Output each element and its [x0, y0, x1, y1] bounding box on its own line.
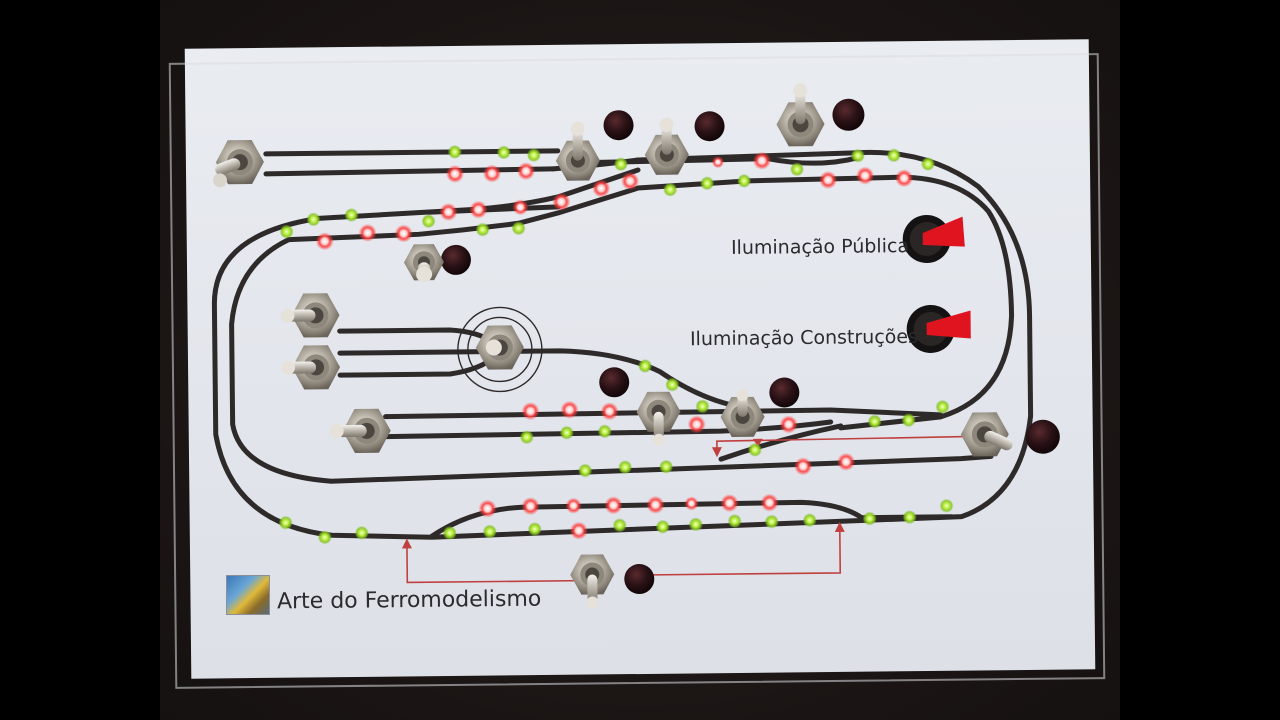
toggle-switch-yard-1[interactable] [280, 293, 340, 338]
toggle-switch-turntable[interactable] [475, 325, 524, 370]
letterbox-left [0, 0, 160, 720]
led-group-red [315, 151, 914, 540]
toggle-switch-right[interactable] [960, 412, 1015, 457]
push-buttons [440, 98, 1060, 595]
push-button[interactable] [624, 564, 655, 595]
push-button[interactable] [599, 367, 630, 398]
rocker-switch-building-lighting[interactable] [906, 304, 971, 354]
label-public-lighting: Iluminação Pública [730, 235, 910, 259]
toggle-switch-middle-1[interactable] [636, 391, 681, 446]
toggle-switch-middle-2[interactable] [720, 388, 765, 438]
route-arrowheads [401, 438, 845, 549]
push-button[interactable] [603, 110, 634, 141]
letterbox-right [1120, 0, 1280, 720]
toggle-switch-yard-3[interactable] [329, 408, 391, 454]
push-button[interactable] [832, 98, 865, 131]
toggle-switch-top-3[interactable] [776, 83, 825, 147]
label-building-lighting: Iluminação Construções [689, 325, 919, 351]
toggle-switches [211, 83, 1015, 609]
turntable-circles [457, 306, 543, 393]
brand-logo-icon [226, 575, 270, 615]
toggle-switch-yard-2[interactable] [281, 345, 341, 390]
toggle-switch-top-left[interactable] [211, 140, 265, 189]
toggle-switch-top-1[interactable] [555, 121, 601, 181]
led-group-green [278, 144, 954, 545]
toggle-switch-bottom[interactable] [570, 554, 615, 609]
toggle-switch-left-middle[interactable] [403, 244, 444, 283]
push-button[interactable] [769, 377, 800, 408]
toggle-switch-top-2[interactable] [644, 117, 689, 175]
brand-name: Arte do Ferromodelismo [276, 586, 542, 615]
rocker-switch-public-lighting[interactable] [902, 214, 965, 264]
push-button[interactable] [1025, 419, 1060, 454]
push-button[interactable] [694, 111, 725, 142]
push-button[interactable] [440, 244, 471, 275]
